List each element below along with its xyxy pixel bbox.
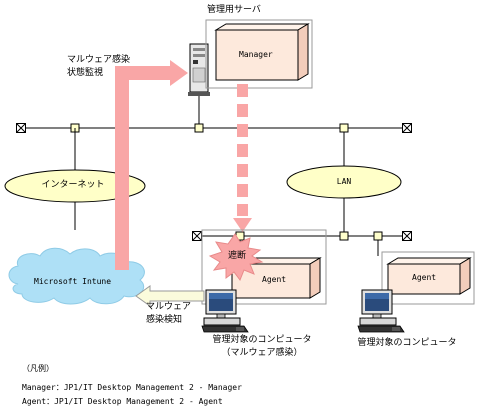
client2-frame (381, 251, 475, 305)
client2-caption: 管理対象のコンピュータ (357, 338, 457, 348)
legend-title: （凡例） (22, 364, 54, 373)
intune-cloud (8, 247, 145, 305)
intune-label: Microsoft Intune (34, 277, 112, 286)
legend-line-agent: Agent：JP1/IT Desktop Management 2 - Agen… (22, 397, 223, 406)
burst-icon (208, 233, 264, 282)
terminator-icon (402, 123, 412, 133)
detect-label-line1: マルウェア (146, 302, 192, 312)
legend-line-manager: Manager：JP1/IT Desktop Management 2 - Ma… (22, 383, 242, 392)
monitor-label-line1: マルウェア感染 (67, 55, 131, 65)
node-icon (339, 231, 349, 241)
node-icon (339, 123, 349, 133)
detect-label-line2: 感染検知 (146, 315, 183, 325)
client1-caption-line2: （マルウェア感染） (221, 348, 303, 358)
monitor-label-line2: 状態監視 (67, 68, 104, 78)
terminator-icon (192, 231, 202, 241)
terminator-icon (16, 123, 26, 133)
block-label: 遮断 (228, 251, 247, 261)
monitor-arrow (115, 60, 188, 270)
client2-agent-label: Agent (412, 273, 437, 282)
client2-agent-box (386, 257, 472, 295)
client1-agent-label: Agent (262, 275, 287, 284)
terminator-icon (402, 231, 412, 241)
pc-icon (357, 289, 405, 333)
client1-frame (201, 229, 327, 305)
client1-caption-line1: 管理対象のコンピュータ (212, 335, 312, 345)
node-icon (194, 123, 204, 133)
manager-label: Manager (239, 50, 273, 59)
server-caption: 管理用サーバ (207, 5, 261, 15)
node-icon (373, 231, 383, 241)
server-frame (205, 19, 313, 89)
block-arrow (233, 84, 252, 232)
detect-arrow (135, 285, 205, 307)
server-icon (188, 43, 210, 96)
lan-ellipse (286, 165, 402, 199)
internet-label: インターネット (41, 180, 105, 190)
lan-label: LAN (336, 177, 352, 186)
manager-box (214, 23, 310, 81)
